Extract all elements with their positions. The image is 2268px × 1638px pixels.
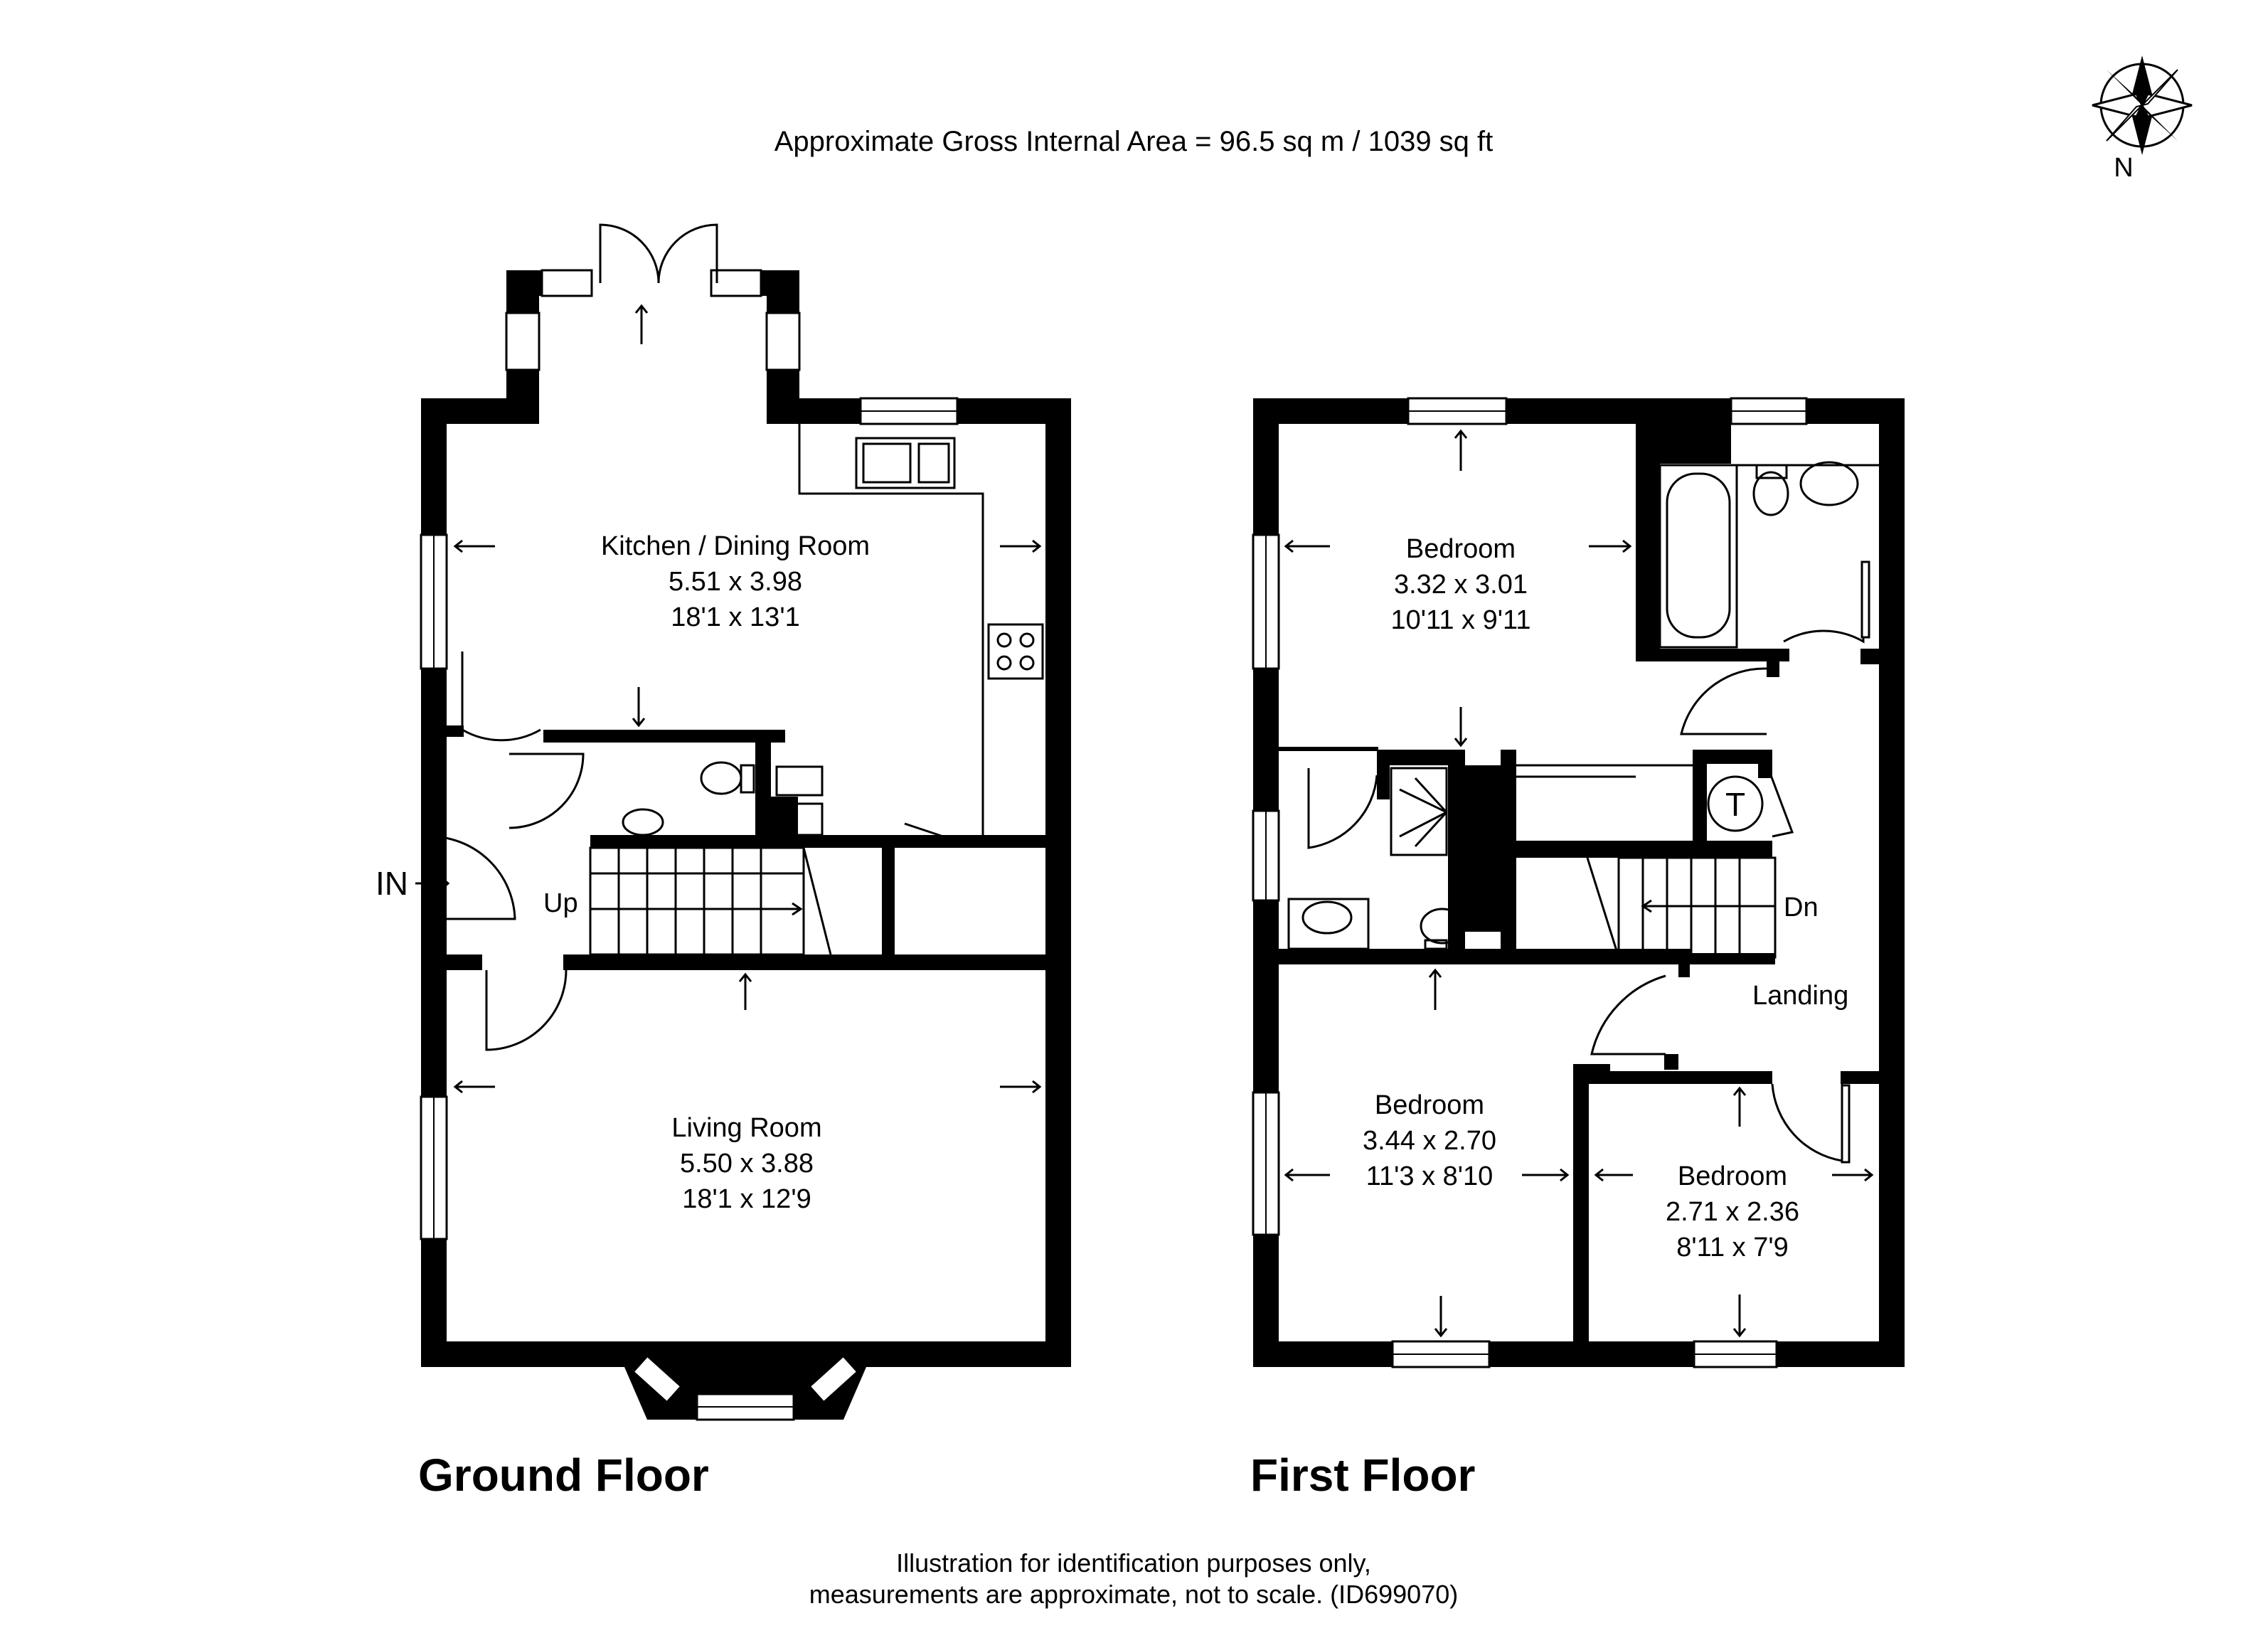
kitchen-imperial: 18'1 x 13'1: [671, 602, 799, 632]
living-room-name: Living Room: [671, 1113, 821, 1143]
ground-floor-entrance-label: IN: [376, 865, 408, 902]
kitchen-name: Kitchen / Dining Room: [601, 531, 870, 561]
ground-floor-stairs-label: Up: [543, 888, 578, 918]
ground-floor-plan: [415, 223, 1071, 1421]
bedroom-2-imperial: 11'3 x 8'10: [1366, 1161, 1494, 1191]
ground-floor-title: Ground Floor: [418, 1450, 709, 1501]
hot-water-tank-label: T: [1725, 786, 1745, 823]
compass-north-label: N: [2114, 153, 2133, 183]
landing-label: Landing: [1752, 981, 1848, 1011]
bedroom-3-name: Bedroom: [1678, 1161, 1787, 1191]
bedroom-1-imperial: 10'11 x 9'11: [1391, 605, 1531, 635]
gross-area-text: Approximate Gross Internal Area = 96.5 s…: [774, 126, 1494, 157]
kitchen-metric: 5.51 x 3.98: [669, 567, 802, 597]
first-floor-stairs-label: Dn: [1784, 893, 1819, 922]
disclaimer-line-2: measurements are approximate, not to sca…: [809, 1580, 1458, 1609]
bedroom-2-metric: 3.44 x 2.70: [1363, 1126, 1496, 1156]
first-floor-title: First Floor: [1250, 1450, 1475, 1501]
entrance-arrow-icon: [415, 871, 450, 896]
compass-icon: [2092, 55, 2193, 155]
living-room-metric: 5.50 x 3.88: [680, 1149, 814, 1179]
bedroom-2-name: Bedroom: [1375, 1090, 1484, 1120]
first-floor-plan: [1252, 397, 1905, 1368]
living-room-imperial: 18'1 x 12'9: [682, 1184, 811, 1214]
bedroom-3-metric: 2.71 x 2.36: [1666, 1197, 1799, 1227]
bedroom-1-name: Bedroom: [1406, 534, 1516, 564]
disclaimer-line-1: Illustration for identification purposes…: [896, 1548, 1371, 1578]
bedroom-1-metric: 3.32 x 3.01: [1394, 570, 1528, 600]
bedroom-3-imperial: 8'11 x 7'9: [1676, 1233, 1788, 1262]
